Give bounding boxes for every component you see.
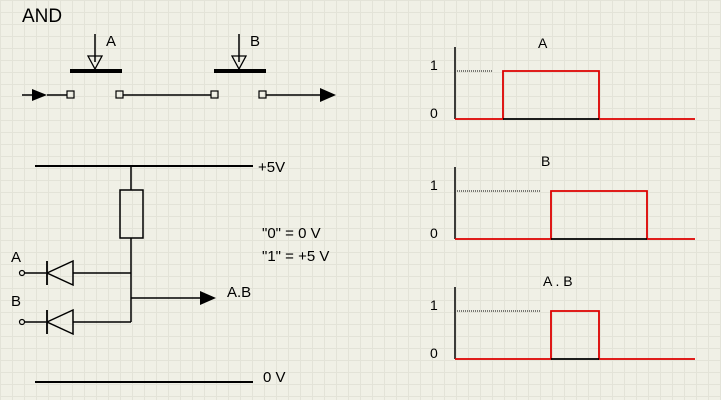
- switch-diagram: A B: [22, 33, 336, 102]
- input-b-label: B: [11, 293, 21, 310]
- switch-b-left-contact: [210, 90, 219, 99]
- input-a-label: A: [11, 249, 21, 266]
- waveform-a-signal: [455, 70, 695, 120]
- switch-a-label: A: [106, 33, 116, 50]
- waveform-a-y0: 0: [430, 105, 438, 121]
- waveform-b-y0: 0: [430, 225, 438, 241]
- output-arrow-icon: [200, 291, 216, 305]
- switch-b-label: B: [250, 33, 260, 50]
- switch-b-pointer-icon: [230, 55, 248, 71]
- switch-a-right-contact: [115, 90, 124, 99]
- logic-one-text: "1" = +5 V: [262, 248, 329, 265]
- waveform-b-title: B: [541, 153, 550, 169]
- waveform-ab-title: A . B: [543, 273, 573, 289]
- waveform-b-signal: [455, 190, 695, 240]
- input-b-terminal: [18, 318, 26, 326]
- output-arrow-icon: [320, 88, 336, 102]
- diode-a-icon: [45, 259, 74, 287]
- pullup-resistor: [119, 189, 144, 239]
- waveform-b-y1: 1: [430, 177, 438, 193]
- output-label: A.B: [227, 284, 251, 301]
- waveform-b: B 1 0: [430, 153, 695, 241]
- diagram-title: AND: [22, 6, 62, 27]
- waveform-ab-signal: [455, 310, 695, 360]
- logic-zero-text: "0" = 0 V: [262, 225, 321, 242]
- waveform-a-title: A: [538, 35, 548, 51]
- input-a-terminal: [18, 269, 26, 277]
- switch-a-left-contact: [66, 90, 75, 99]
- input-arrow-icon: [32, 89, 47, 101]
- diode-b-icon: [45, 308, 74, 336]
- waveform-ab: A . B 1 0: [430, 273, 695, 361]
- waveform-ab-y0: 0: [430, 345, 438, 361]
- switch-a-pointer-icon: [86, 55, 104, 71]
- supply-label: +5V: [258, 159, 285, 176]
- waveform-a-y1: 1: [430, 57, 438, 73]
- ground-label: 0 V: [263, 369, 286, 386]
- diode-circuit: +5V "0" = 0 V "1" = +5 V A B A.B 0 V: [11, 159, 329, 386]
- waveform-a: A 1 0: [430, 35, 695, 121]
- waveform-ab-y1: 1: [430, 297, 438, 313]
- switch-b-right-contact: [258, 90, 267, 99]
